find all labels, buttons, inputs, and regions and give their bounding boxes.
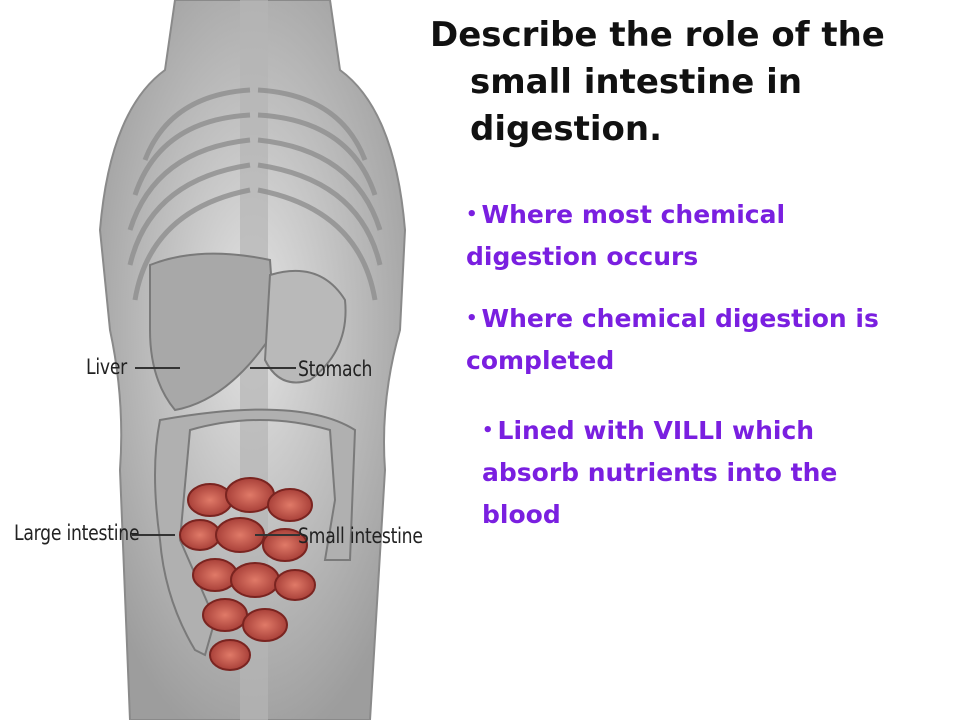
bullet-text: Where chemical digestion is xyxy=(481,304,879,333)
stomach-label: Stomach xyxy=(298,357,373,381)
leader-lines xyxy=(132,367,300,536)
liver-shape xyxy=(149,252,277,412)
bullet-text: digestion occurs xyxy=(466,242,699,271)
rib-cage xyxy=(127,87,383,301)
bullet-dot-icon: • xyxy=(482,420,494,441)
bullet-text: completed xyxy=(466,346,615,375)
torso-diagram xyxy=(98,0,407,720)
large-intestine-shape xyxy=(154,408,357,657)
bullet-text: Lined with VILLI which xyxy=(497,416,815,445)
title-line: small intestine in xyxy=(470,62,803,102)
bullet-text: absorb nutrients into the xyxy=(482,458,838,487)
stomach-shape xyxy=(263,269,347,384)
small-intestine-shape xyxy=(179,477,316,671)
bullet-dot-icon: • xyxy=(466,308,478,329)
title-line: Describe the role of the xyxy=(430,15,885,55)
bullet-item: •Where most chemical digestion occurs xyxy=(466,194,946,278)
bullet-item: •Lined with VILLI which absorb nutrients… xyxy=(482,410,952,536)
small-intestine-label: Small intestine xyxy=(298,524,423,548)
anatomy-illustration: Liver Stomach Large intestine Small inte… xyxy=(0,0,430,720)
bullet-text: blood xyxy=(482,500,561,529)
liver-label: Liver xyxy=(86,355,128,379)
slide-title: Describe the role of the small intestine… xyxy=(430,12,950,153)
bullet-item: •Where chemical digestion is completed xyxy=(466,298,946,382)
large-intestine-label: Large intestine xyxy=(14,521,140,545)
title-line: digestion. xyxy=(470,109,663,149)
bullet-text: Where most chemical xyxy=(481,200,786,229)
bullet-dot-icon: • xyxy=(466,204,478,225)
